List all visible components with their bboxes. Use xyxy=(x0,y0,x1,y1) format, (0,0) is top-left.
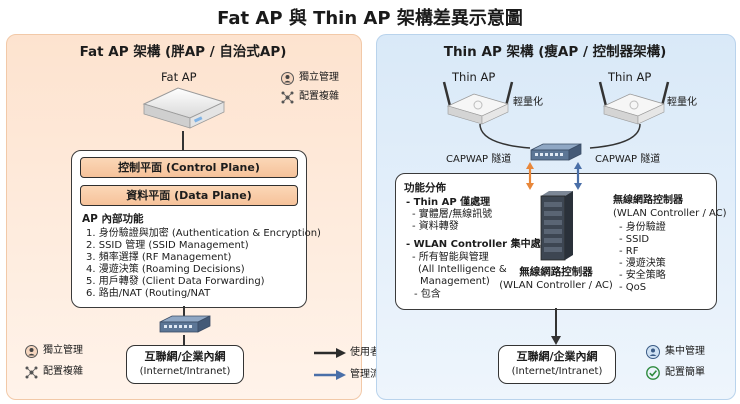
mgmt-traffic-arrow xyxy=(314,370,346,380)
person-icon xyxy=(25,345,38,358)
wlc-role-item: - 所有智能與管理 xyxy=(412,252,489,263)
server-icon xyxy=(540,191,573,261)
mgmt-traffic-label: 管理流量 xyxy=(350,369,390,380)
internet-connector-line xyxy=(183,335,185,345)
independent-mgmt-label: 獨立管理 xyxy=(299,72,339,83)
function-item: 6. 路由/NAT (Routing/NAT xyxy=(86,288,211,299)
page-title: Fat AP 與 Thin AP 架構差異示意圖 xyxy=(217,8,523,29)
lightweight-label: 輕量化 xyxy=(667,97,697,108)
right-internet-box: 互聯網/企業內網 (Internet/Intranet) xyxy=(498,345,616,384)
wlc-role-item: - 包含 xyxy=(414,289,441,300)
wlc-side-item: - QoS xyxy=(619,282,647,293)
thin-ap-label: Thin AP xyxy=(452,70,496,84)
complex-config-label: 配置複雜 xyxy=(299,91,339,102)
wlc-side-title-en: (WLAN Controller / AC) xyxy=(613,208,727,219)
wlc-side-item: - SSID xyxy=(619,234,650,245)
central-mgmt-label: 集中管理 xyxy=(665,346,705,357)
thin-ap-role-item: - 資料轉發 xyxy=(412,221,459,232)
simple-config-label: 配置簡單 xyxy=(665,367,705,378)
person-icon xyxy=(646,345,660,359)
independent-mgmt-label: 獨立管理 xyxy=(43,345,83,356)
thin-ap-role-item: - 實體層/無線訊號 xyxy=(412,209,493,220)
user-traffic-arrow xyxy=(314,348,346,358)
capwap-label: CAPWAP 隧道 xyxy=(446,154,512,165)
complex-config-label: 配置複雜 xyxy=(43,366,83,377)
function-item: 3. 頻率選擇 (RF Management) xyxy=(86,252,232,263)
function-item: 5. 用戶轉發 (Client Data Forwarding) xyxy=(86,276,265,287)
thin-ap-label: Thin AP xyxy=(608,70,652,84)
ap-connector-line xyxy=(182,131,184,151)
left-internet-box: 互聯網/企業內網 (Internet/Intranet) xyxy=(126,345,244,384)
internet-label-en: (Internet/Intranet) xyxy=(511,366,603,377)
lightweight-label: 輕量化 xyxy=(513,97,543,108)
network-nodes-icon xyxy=(25,366,38,379)
functions-title: AP 內部功能 xyxy=(82,213,144,225)
function-item: 4. 漫遊決策 (Roaming Decisions) xyxy=(86,264,245,275)
function-item: 2. SSID 管理 (SSID Management) xyxy=(86,240,249,251)
wlc-role-item: (All Intelligence & xyxy=(418,264,507,275)
user-traffic-label: 使用者流量 xyxy=(350,347,400,358)
network-nodes-icon xyxy=(281,91,294,104)
data-plane: 資料平面 (Data Plane) xyxy=(80,185,298,206)
wlc-label-en: (WLAN Controller / AC) xyxy=(499,280,613,291)
capwap-label: CAPWAP 隧道 xyxy=(595,154,661,165)
fat-ap-device-icon xyxy=(142,87,226,129)
wlc-internet-connector xyxy=(551,308,561,345)
capwap-tunnel-lines xyxy=(479,123,641,149)
check-circle-icon xyxy=(646,366,660,380)
wlc-side-item: - 漫遊決策 xyxy=(619,258,666,269)
func-distribution-title: 功能分佈 xyxy=(404,182,446,194)
switch-connector-line xyxy=(183,306,185,316)
function-item: 1. 身份驗證與加密 (Authentication & Encryption) xyxy=(86,228,321,239)
wlc-label: 無線網路控制器 xyxy=(519,266,593,278)
thin-ap-panel-title: Thin AP 架構 (瘦AP / 控制器架構) xyxy=(443,44,667,60)
wlc-side-item: - 身份驗證 xyxy=(619,222,666,233)
fat-ap-label: Fat AP xyxy=(161,70,197,84)
internet-label: 互聯網/企業內網 xyxy=(516,350,598,363)
wlc-side-title: 無線網路控制器 xyxy=(613,195,683,206)
person-icon xyxy=(281,72,294,85)
internet-label-en: (Internet/Intranet) xyxy=(139,366,231,377)
thin-ap-device-icon xyxy=(442,81,514,125)
thin-ap-device-icon xyxy=(598,81,670,125)
thin-ap-role-title: - Thin AP 僅處理 xyxy=(406,197,491,208)
internet-label: 互聯網/企業內網 xyxy=(144,350,226,363)
fat-ap-panel-title: Fat AP 架構 (胖AP / 自治式AP) xyxy=(79,44,287,60)
control-plane: 控制平面 (Control Plane) xyxy=(80,157,298,178)
wlc-role-title: - WLAN Controller 集中處理 xyxy=(406,239,551,250)
switch-icon xyxy=(159,315,211,333)
switch-icon xyxy=(530,143,582,161)
traffic-arrows-vertical xyxy=(526,162,582,190)
wlc-side-item: - 安全策略 xyxy=(619,270,666,281)
wlc-role-item: Management) xyxy=(420,276,490,287)
wlc-side-item: - RF xyxy=(619,246,639,257)
